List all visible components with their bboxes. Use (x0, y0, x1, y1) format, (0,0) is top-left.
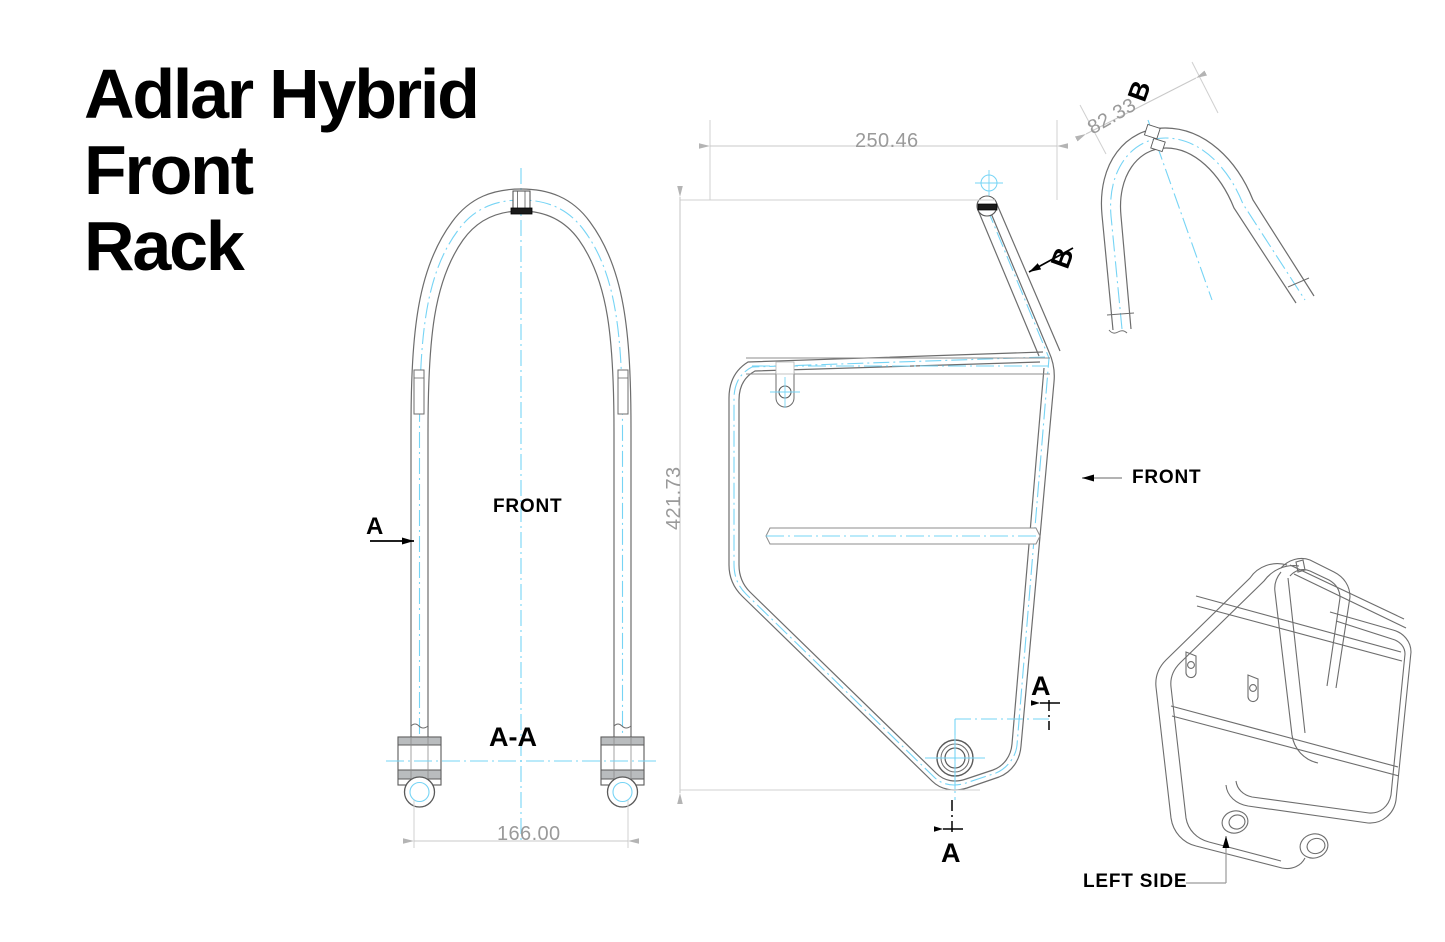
front-view-geometry (370, 168, 660, 848)
front-direction-label: FRONT (1132, 467, 1202, 488)
detail-b-left-end-cap (1106, 312, 1135, 316)
side-top-rail (746, 357, 1050, 375)
side-upper-stay-outer (995, 201, 1061, 352)
section-letter-a-lower: A (941, 838, 961, 868)
side-rack-outer-profile (728, 205, 1055, 791)
side-view-geometry (677, 120, 1122, 832)
side-tube-centerline (733, 207, 1050, 786)
detail-b-arrow-side-view (1028, 247, 1074, 273)
side-top-eyelet (975, 170, 1003, 217)
section-letter-a-upper: A (1031, 671, 1051, 701)
dimension-166 (403, 800, 639, 848)
side-mount-tab (770, 361, 800, 408)
dimension-text-421: 421.73 (663, 466, 685, 530)
dimension-text-166: 166.00 (497, 823, 561, 845)
front-left-clamp-block (397, 736, 442, 808)
left-side-leader (1186, 836, 1230, 884)
front-left-break-mark (410, 723, 429, 729)
detail-b-right-end-cap (1287, 277, 1310, 288)
detail-b-tube-inner (1119, 147, 1297, 330)
front-right-break-mark (613, 723, 632, 729)
side-mid-cross-rail (765, 527, 1041, 545)
isometric-view-geometry (1155, 557, 1412, 870)
side-rack-inner-profile (738, 361, 1045, 782)
front-left-mid-bracket (413, 369, 425, 415)
detail-b-break-mark (1108, 329, 1128, 334)
front-right-mid-bracket (617, 369, 629, 415)
front-right-clamp-block (600, 736, 645, 808)
section-aa-cutting-line (934, 700, 1060, 832)
left-side-label: LEFT SIDE (1083, 871, 1188, 892)
front-tube-outer-left-edge (410, 188, 632, 760)
front-crown-bracket (510, 190, 533, 215)
dimension-421 (677, 186, 980, 804)
section-letter-a-front-view: A (366, 513, 384, 540)
side-upper-stay-inner (977, 209, 1040, 357)
dimension-250 (680, 120, 1068, 201)
front-view-front-label: FRONT (493, 496, 563, 517)
dimension-82 (1074, 61, 1219, 155)
dimension-text-250: 250.46 (855, 130, 919, 152)
detail-b-geometry (1074, 61, 1315, 334)
detail-b-tube-outer (1100, 127, 1315, 331)
section-aa-label: A-A (489, 722, 537, 752)
